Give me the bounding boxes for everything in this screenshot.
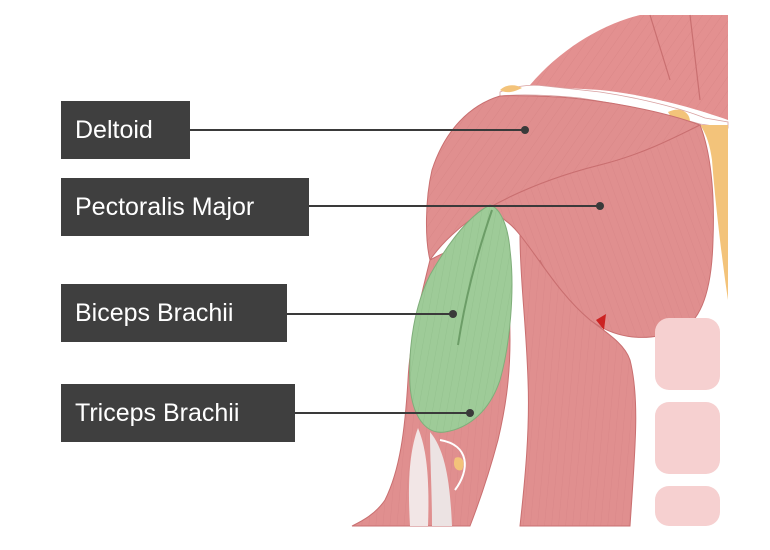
trapezius-muscle [530, 14, 728, 120]
label-triceps-brachii[interactable]: Triceps Brachii [61, 384, 295, 442]
deltoid-pointer-dot [521, 126, 529, 134]
latissimus-region [519, 233, 637, 527]
label-pectoralis-major[interactable]: Pectoralis Major [61, 178, 309, 236]
biceps-brachii-muscle [409, 204, 513, 433]
label-deltoid[interactable]: Deltoid [61, 101, 190, 159]
biceps-pointer-dot [449, 310, 457, 318]
pectoralis-pointer-dot [596, 202, 604, 210]
rectus-abdominis [655, 318, 720, 526]
elbow-tendon [408, 428, 466, 526]
leader-lines [190, 126, 604, 417]
triceps-pointer-dot [466, 409, 474, 417]
label-biceps-brachii[interactable]: Biceps Brachii [61, 284, 287, 342]
